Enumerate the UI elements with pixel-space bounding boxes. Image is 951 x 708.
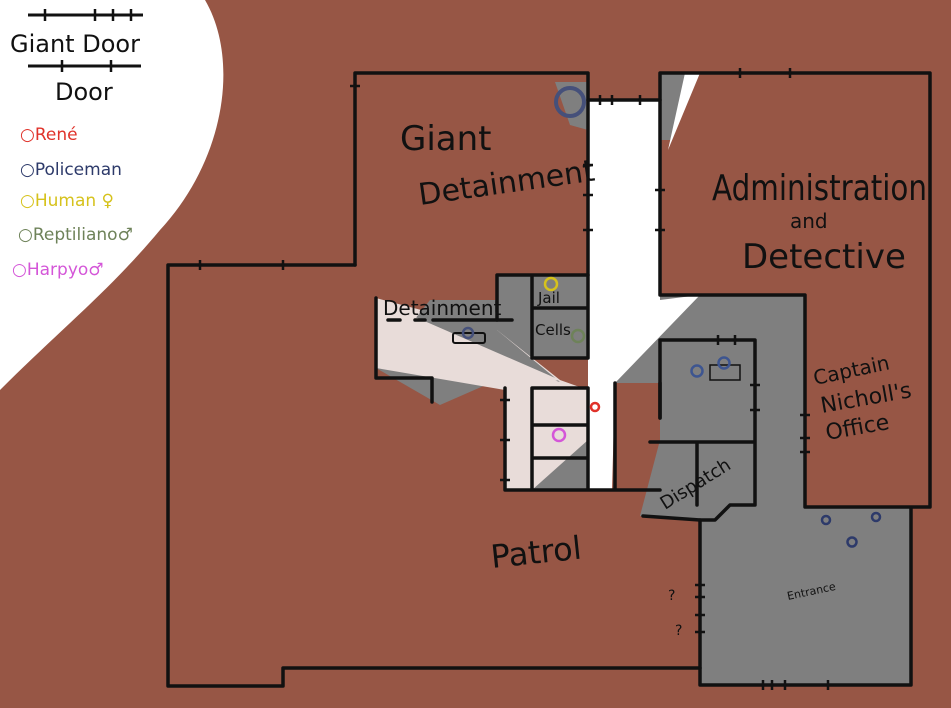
legend-harpyo: ○Harpyo♂ bbox=[12, 260, 104, 280]
marker-rene bbox=[589, 401, 601, 413]
marker-human bbox=[543, 276, 559, 292]
detainment-beam bbox=[376, 300, 560, 390]
jail-wall bbox=[495, 273, 590, 360]
detainment-wall bbox=[374, 296, 514, 404]
corridor-beam bbox=[668, 73, 700, 150]
legend-human: ○Human ♀ bbox=[20, 191, 114, 211]
office-wall bbox=[641, 338, 757, 522]
legend-giant-door: Giant Door bbox=[10, 30, 140, 58]
admin-wall bbox=[658, 71, 932, 687]
label-unknown: ? bbox=[675, 623, 682, 639]
legend-background bbox=[0, 0, 224, 390]
desk bbox=[709, 364, 741, 381]
cell-shadow bbox=[532, 440, 588, 490]
marker-policeman bbox=[461, 326, 475, 340]
marker-harpyo bbox=[551, 427, 567, 443]
marker-policeman bbox=[820, 514, 832, 526]
marker-policeman bbox=[554, 86, 586, 118]
legend-rene: ○René bbox=[20, 125, 78, 145]
label-giant-detainment: Giant bbox=[400, 119, 492, 159]
legend-reptiliano: ○Reptiliano♂ bbox=[18, 225, 133, 245]
marker-policeman bbox=[690, 364, 704, 378]
desk bbox=[452, 332, 486, 344]
label-detective: Detective bbox=[742, 237, 906, 277]
label-giant-detainment: Detainment bbox=[416, 154, 597, 213]
main-corridor bbox=[588, 100, 700, 490]
hallway-gray bbox=[615, 295, 911, 685]
door-ticks bbox=[198, 68, 830, 690]
label-unknown: ? bbox=[668, 588, 675, 604]
label-administration: Administration bbox=[712, 168, 927, 209]
giant-detainment-wall bbox=[353, 71, 590, 277]
marker-policeman bbox=[717, 356, 731, 370]
label-cells: Cells bbox=[535, 321, 571, 339]
marker-reptiliano bbox=[570, 328, 586, 344]
marker-policeman bbox=[846, 536, 858, 548]
label-patrol: Patrol bbox=[489, 529, 583, 576]
legend: Giant Door Door ○René ○Policeman ○Human … bbox=[10, 9, 143, 280]
marker-policeman bbox=[870, 511, 882, 523]
cells-lower-wall bbox=[503, 381, 662, 492]
label-detainment: Detainment bbox=[383, 296, 501, 320]
legend-door: Door bbox=[55, 78, 113, 106]
label-and: and bbox=[790, 209, 828, 233]
legend-policeman: ○Policeman bbox=[20, 160, 122, 180]
label-jail: Jail bbox=[537, 289, 560, 307]
